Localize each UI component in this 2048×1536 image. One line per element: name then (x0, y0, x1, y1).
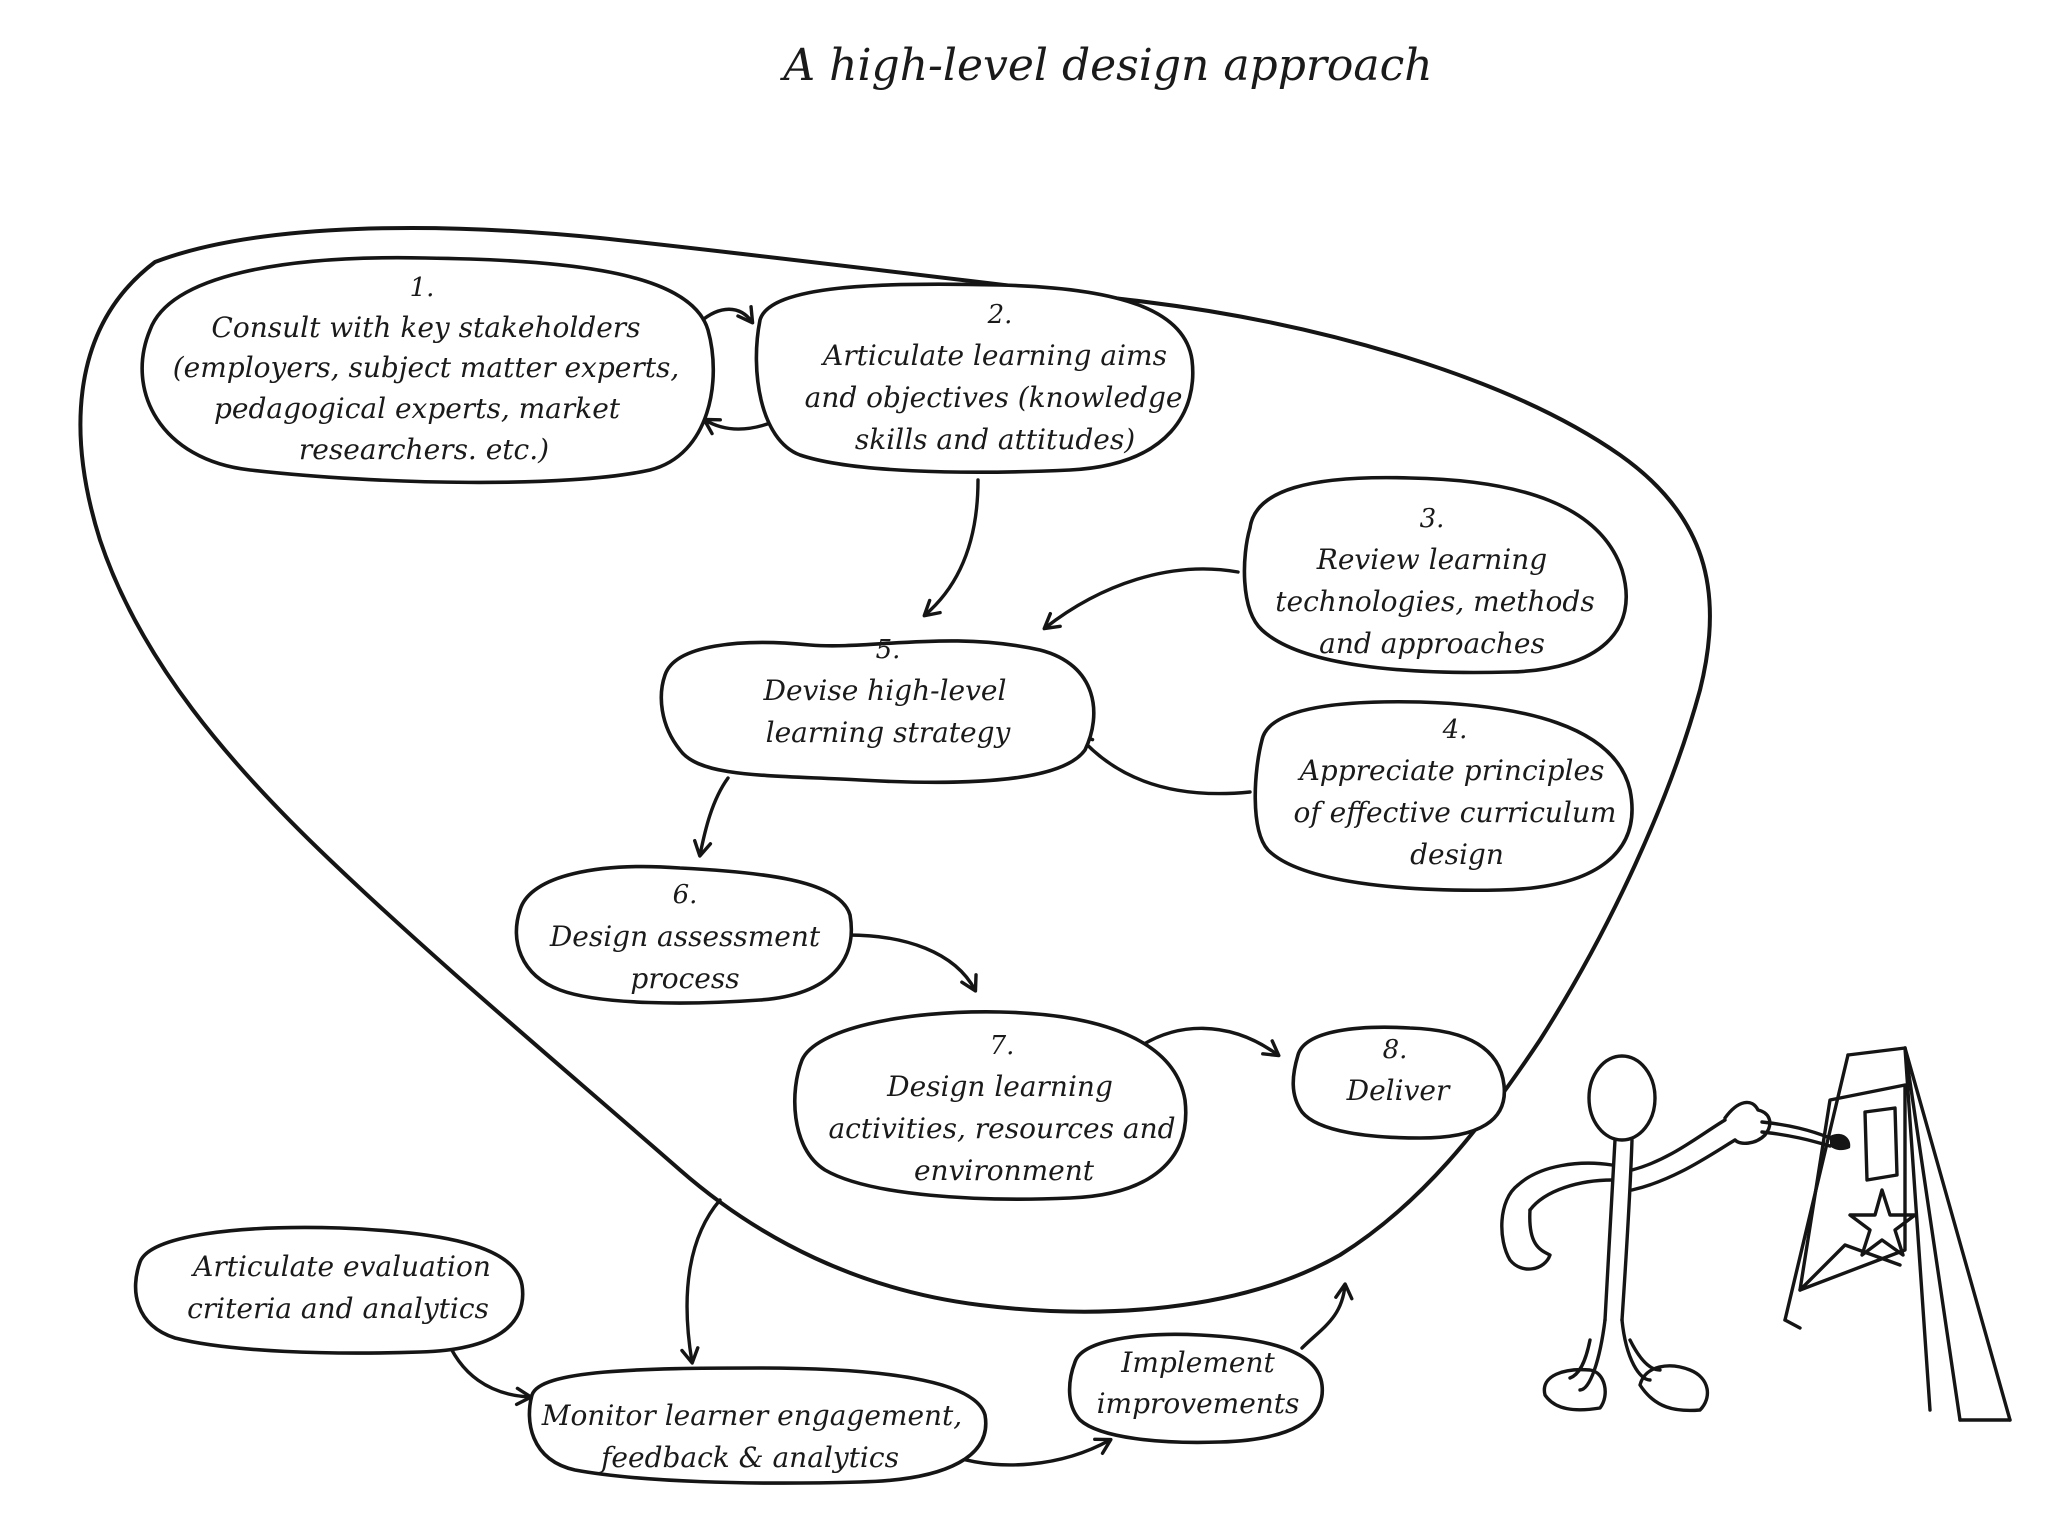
node-4-line-2: of effective curriculum (1294, 796, 1617, 829)
node-monitor-engagement: Monitor learner engagement, feedback & a… (527, 1366, 988, 1485)
evaluation-line-2: criteria and analytics (187, 1292, 489, 1325)
node-implement-improvements: Implement improvements (1067, 1332, 1325, 1445)
node-2-articulate-aims: 2. Articulate learning aims and objectiv… (754, 282, 1195, 474)
node-evaluation-criteria: Articulate evaluation criteria and analy… (133, 1225, 525, 1355)
node-2-number: 2. (987, 300, 1013, 330)
node-3-line-2: technologies, methods (1275, 585, 1594, 618)
node-2-line-3: skills and attitudes) (855, 423, 1135, 456)
node-1-line-2: (employers, subject matter experts, (173, 351, 680, 384)
stick-figure-illustration (1500, 1046, 2012, 1422)
node-5-learning-strategy: 5. Devise high-level learning strategy (659, 635, 1096, 785)
node-1-line-1: Consult with key stakeholders (211, 311, 640, 344)
node-3-line-1: Review learning (1316, 543, 1547, 576)
node-6-number: 6. (673, 880, 698, 910)
node-3-line-3: and approaches (1319, 627, 1545, 660)
monitor-line-2: feedback & analytics (599, 1441, 899, 1474)
node-8-deliver: 8. Deliver (1291, 1025, 1507, 1140)
node-2-line-1: Articulate learning aims (820, 339, 1167, 372)
node-7-number: 7. (990, 1031, 1015, 1061)
node-4-number: 4. (1442, 715, 1468, 745)
node-7-line-3: environment (914, 1154, 1095, 1187)
node-8-number: 8. (1383, 1035, 1408, 1065)
evaluation-line-1: Articulate evaluation (190, 1250, 491, 1283)
arrow-6-to-7 (846, 933, 978, 993)
node-6-line-1: Design assessment (549, 920, 821, 953)
node-5-line-2: learning strategy (766, 716, 1012, 749)
node-5-line-1: Devise high-level (763, 674, 1007, 707)
node-5-number: 5. (876, 635, 901, 665)
node-7-learning-activities: 7. Design learning activities, resources… (793, 1010, 1188, 1201)
node-2-line-2: and objectives (knowledge, (805, 381, 1192, 414)
node-4-line-3: design (1410, 838, 1504, 871)
node-1-line-4: researchers. etc.) (299, 433, 549, 466)
node-1-line-3: pedagogical experts, market (214, 392, 621, 425)
arrow-5-to-6 (693, 776, 730, 858)
arrow-boundary-to-monitor (680, 1198, 722, 1365)
node-1-consult-stakeholders: 1. Consult with key stakeholders (employ… (140, 255, 716, 485)
node-3-number: 3. (1420, 504, 1445, 534)
improve-line-2: improvements (1097, 1387, 1300, 1420)
arrow-3-to-5 (1042, 567, 1240, 631)
improve-line-1: Implement (1120, 1346, 1275, 1379)
monitor-line-1: Monitor learner engagement, (541, 1399, 962, 1432)
node-6-line-2: process (630, 962, 739, 995)
node-4-line-1: Appreciate principles (1297, 754, 1605, 787)
arrow-improve-to-boundary (1300, 1282, 1354, 1350)
node-1-number: 1. (410, 273, 435, 303)
node-6-assessment-process: 6. Design assessment process (514, 864, 854, 1005)
node-7-line-2: activities, resources and (828, 1112, 1175, 1145)
arrow-1-to-2 (698, 305, 755, 325)
node-7-line-1: Design learning (886, 1070, 1113, 1103)
arrow-4-to-5 (1075, 732, 1252, 796)
node-8-line-1: Deliver (1346, 1074, 1451, 1107)
arrow-7-to-8 (1130, 1026, 1281, 1058)
node-3-review-technologies: 3. Review learning technologies, methods… (1242, 475, 1628, 675)
arrow-2-to-5 (922, 478, 980, 618)
node-4-appreciate-principles: 4. Appreciate principles of effective cu… (1253, 699, 1634, 893)
diagram-title: A high-level design approach (779, 40, 1432, 91)
